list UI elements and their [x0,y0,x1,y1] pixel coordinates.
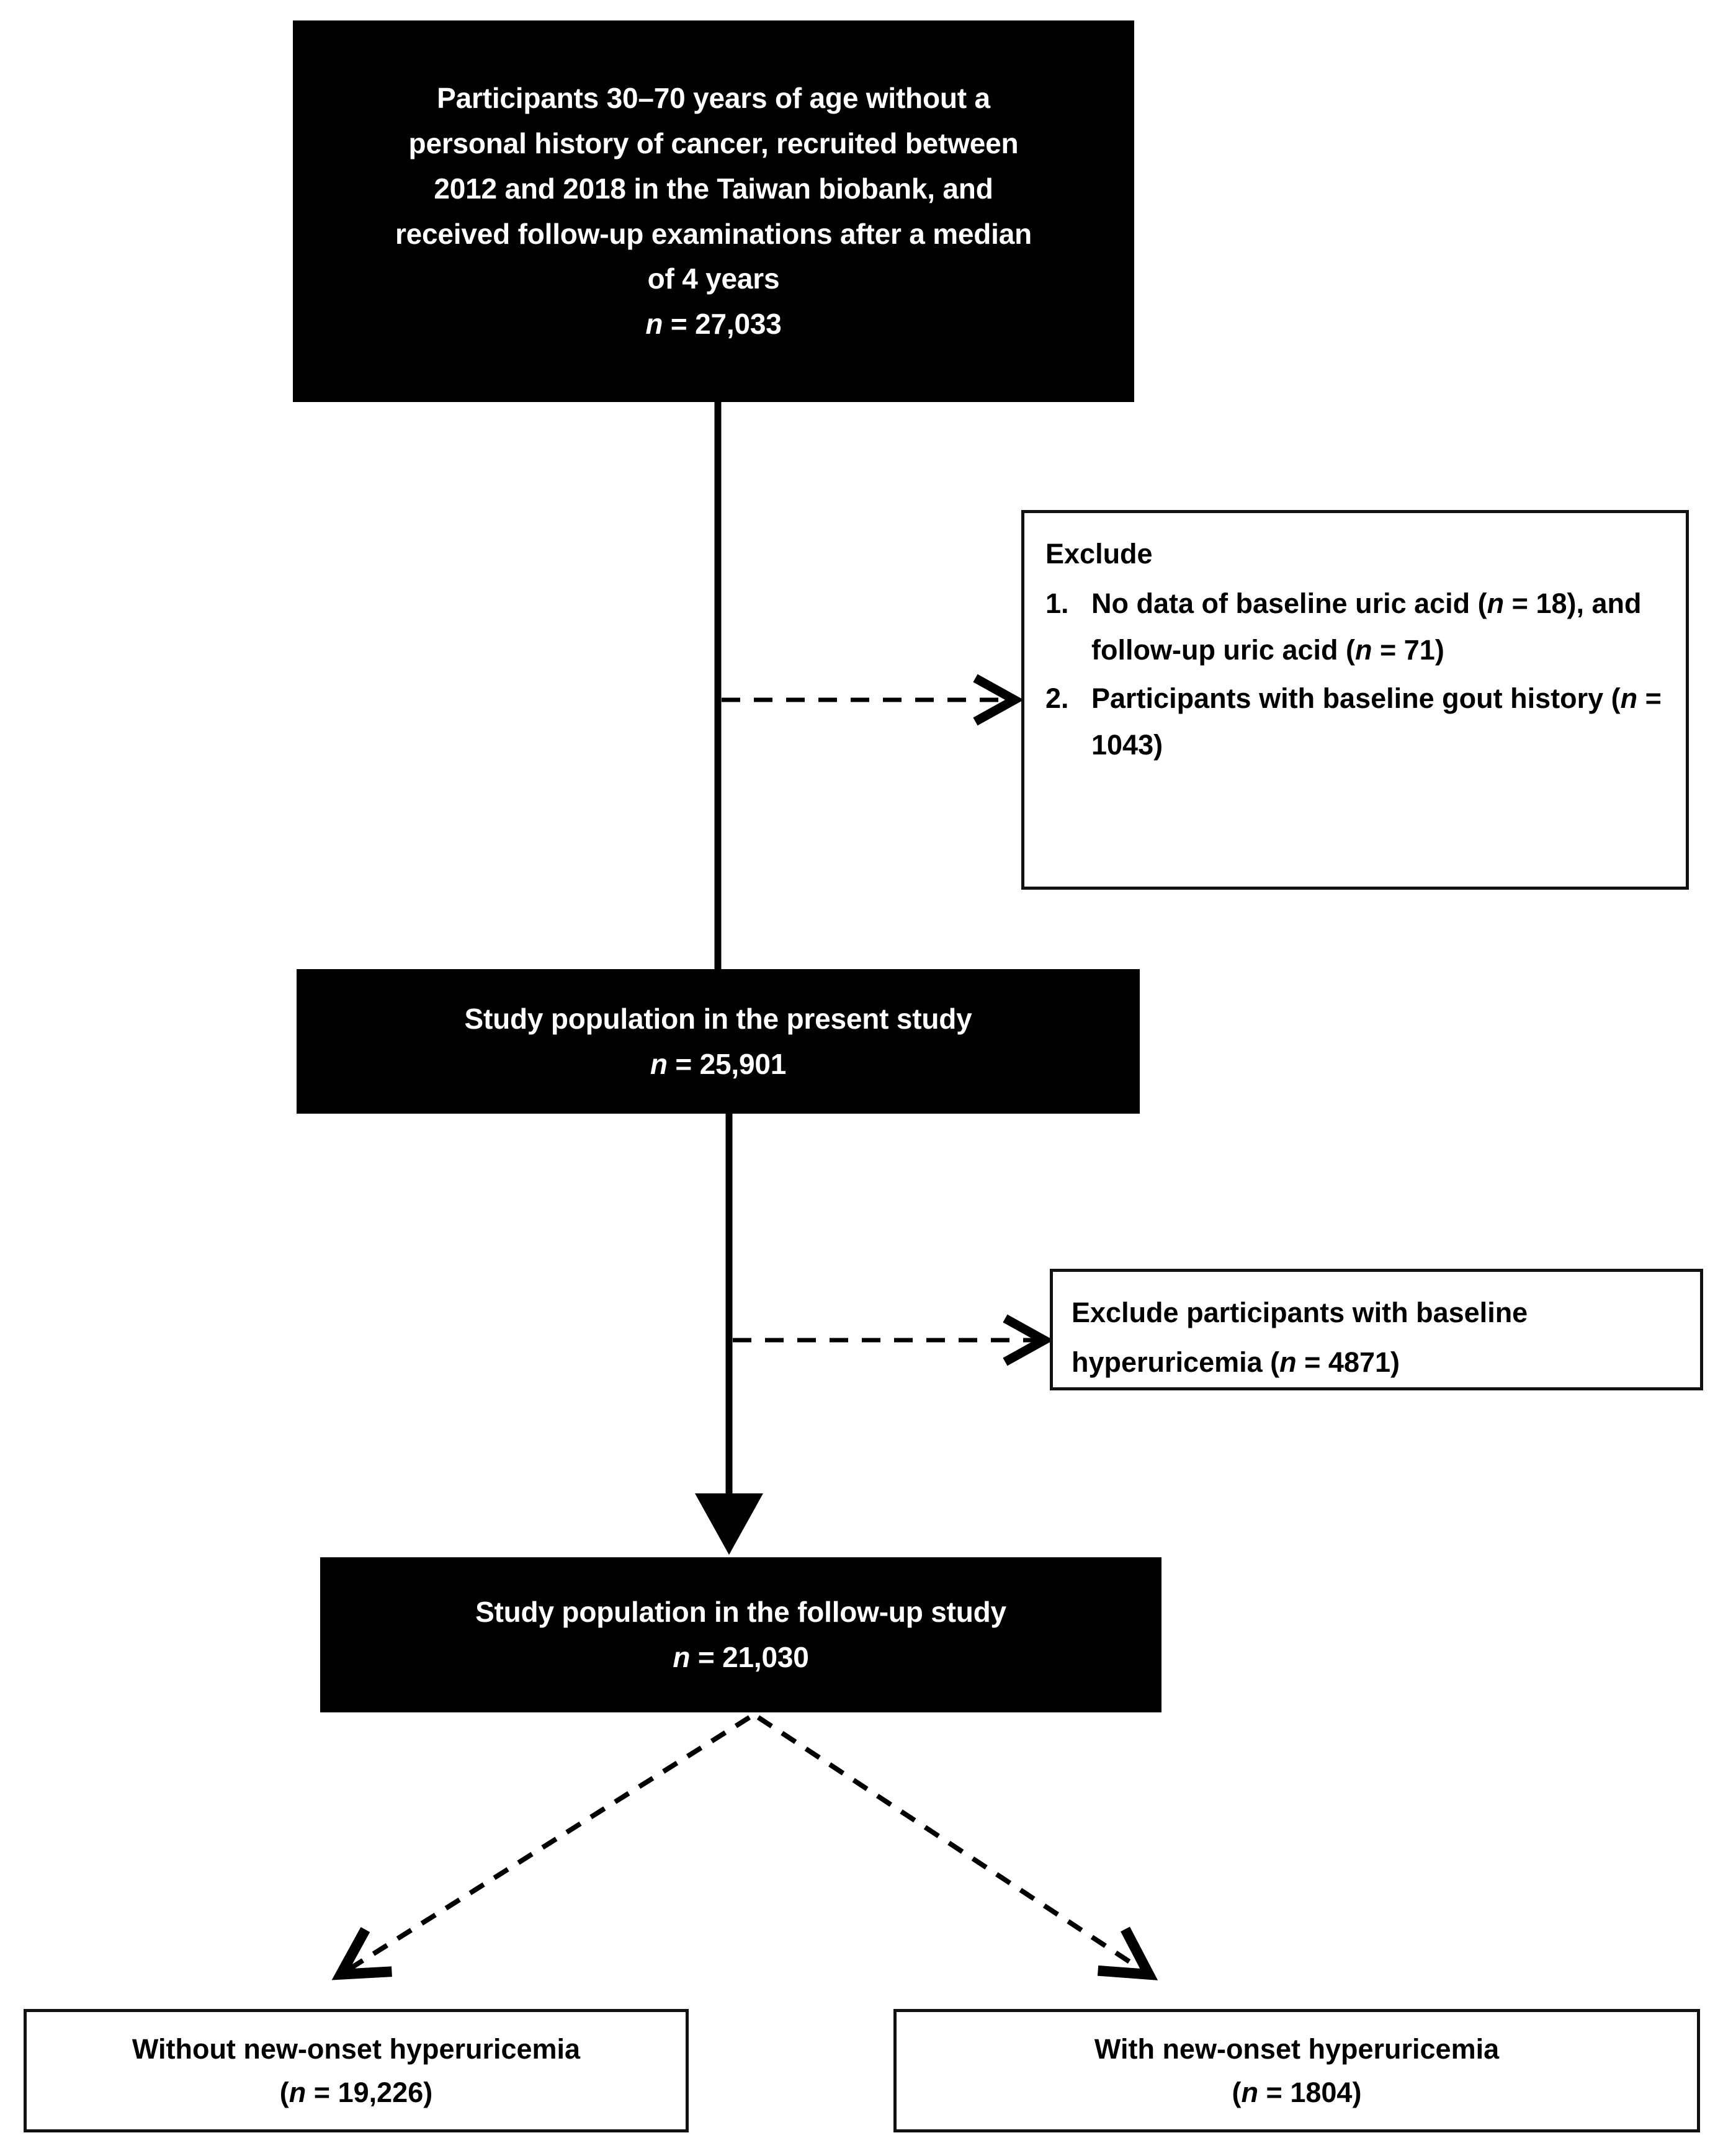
enrollment-n-symbol: n [645,307,663,340]
present-study-n-symbol: n [650,1047,668,1080]
outcome-with-sample-size: (n = 1804) [897,2071,1697,2114]
exclusion-1-item-1-part1: No data of baseline uric acid ( [1091,587,1487,619]
outcome-without-sample-size: (n = 19,226) [27,2071,686,2114]
present-study-n-value: = 25,901 [667,1047,787,1080]
enrollment-n-value: = 27,033 [663,307,782,340]
present-study-box: Study population in the present study n … [297,969,1140,1114]
exclusion-2-line-2: hyperuricemia (n = 4871) [1072,1338,1681,1387]
present-study-label: Study population in the present study [464,1002,972,1035]
enrollment-line-3: 2012 and 2018 in the Taiwan biobank, and [434,172,993,205]
exclusion-1-list: 1. No data of baseline uric acid (n = 18… [1045,580,1665,769]
enrollment-line-5: of 4 years [647,262,780,295]
outcome-without-n-value: = 19,226) [306,2076,433,2108]
exclusion-1-item-2-text: Participants with baseline gout history … [1091,675,1665,769]
outcome-with-n-symbol: n [1241,2076,1259,2108]
exclusion-2-n-value: = 4871) [1296,1346,1400,1379]
outcome-with-paren-open: ( [1232,2076,1242,2108]
exclusion-1-item-1-number: 1. [1045,587,1069,619]
exclusion-1-item-1: 1. No data of baseline uric acid (n = 18… [1045,580,1665,674]
exclusion-1-item-1-part3: = 71) [1372,634,1444,666]
exclusion-box-2: Exclude participants with baseline hyper… [1050,1269,1703,1390]
exclusion-1-item-1-n2: n [1355,634,1372,666]
followup-study-box: Study population in the follow-up study … [320,1557,1161,1712]
exclusion-1-item-1-part2: = 18), and follow-up uric acid ( [1091,587,1642,666]
outcome-without-box: Without new-onset hyperuricemia (n = 19,… [24,2009,689,2132]
enrollment-line-2: personal history of cancer, recruited be… [408,127,1019,160]
exclusion-2-line-1: Exclude participants with baseline [1072,1297,1528,1328]
enrollment-box: Participants 30–70 years of age without … [293,20,1134,402]
exclusion-2-n-symbol: n [1279,1346,1297,1379]
exclusion-box-1: Exclude 1. No data of baseline uric acid… [1021,510,1689,890]
exclusion-1-item-2-part1: Participants with baseline gout history … [1091,682,1621,714]
outcome-without-n-symbol: n [289,2076,307,2108]
outcome-without-paren-open: ( [279,2076,289,2108]
present-study-sample-size: n = 25,901 [297,1042,1140,1087]
exclusion-1-item-2: 2. Participants with baseline gout histo… [1045,675,1665,769]
enrollment-line-1: Participants 30–70 years of age without … [437,82,990,115]
followup-study-label: Study population in the follow-up study [475,1596,1006,1629]
exclusion-2-line-2-pre: hyperuricemia ( [1072,1346,1280,1379]
exclusion-1-item-1-text: No data of baseline uric acid (n = 18), … [1091,580,1665,674]
outcome-with-label: With new-onset hyperuricemia [1094,2033,1500,2065]
outcome-with-box: With new-onset hyperuricemia (n = 1804) [893,2009,1700,2132]
followup-study-n-symbol: n [673,1641,691,1673]
connector-followup-to-without [331,1715,751,1980]
enrollment-sample-size: n = 27,033 [293,302,1134,347]
exclusion-1-item-1-n1: n [1487,587,1505,619]
exclusion-1-heading: Exclude [1045,538,1153,570]
enrollment-line-4: received follow-up examinations after a … [395,217,1032,250]
connector-followup-to-with [756,1715,1158,1980]
outcome-without-label: Without new-onset hyperuricemia [132,2033,581,2065]
outcome-with-n-value: = 1804) [1258,2076,1362,2108]
exclusion-1-item-2-number: 2. [1045,682,1069,714]
exclusion-1-item-2-part2: = 1043) [1091,682,1662,761]
followup-study-sample-size: n = 21,030 [320,1635,1161,1680]
exclusion-1-item-2-n1: n [1620,682,1638,714]
followup-study-n-value: = 21,030 [690,1641,809,1673]
